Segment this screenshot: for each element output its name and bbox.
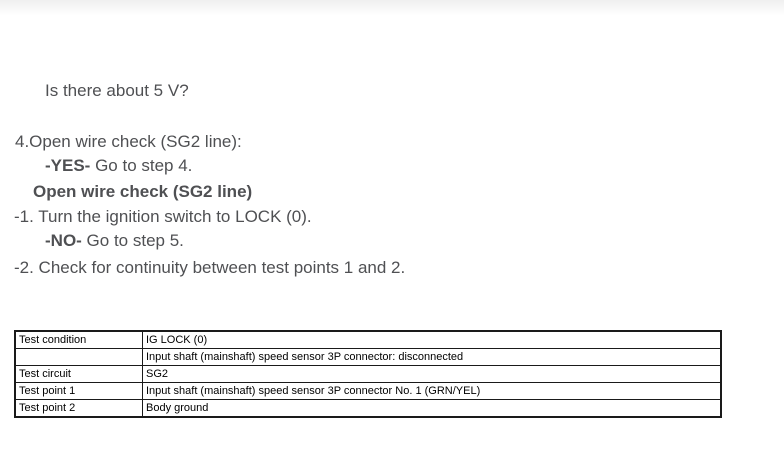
question-text: Is there about 5 V? <box>45 81 189 100</box>
table-row: Test condition IG LOCK (0) <box>14 330 722 349</box>
procedure-title: Open wire check (SG2 line) <box>33 182 253 201</box>
substep-1-text: -1. Turn the ignition switch to LOCK (0)… <box>14 207 312 226</box>
table-row: Input shaft (mainshaft) speed sensor 3P … <box>14 348 722 366</box>
no-instruction: Go to step 5. <box>81 231 184 250</box>
yes-instruction: Go to step 4. <box>90 156 193 175</box>
page-top-gradient <box>0 0 784 16</box>
substep-2-text: -2. Check for continuity between test po… <box>14 258 406 277</box>
row-value: Body ground <box>142 399 722 418</box>
table-row: Test point 1 Input shaft (mainshaft) spe… <box>14 382 722 400</box>
row-value: Input shaft (mainshaft) speed sensor 3P … <box>142 348 722 366</box>
yes-label: -YES- <box>45 156 91 175</box>
row-label: Test condition <box>14 330 143 349</box>
test-spec-table: Test condition IG LOCK (0) Input shaft (… <box>14 330 722 418</box>
row-label: Test circuit <box>14 365 143 383</box>
row-label: Test point 2 <box>14 399 143 418</box>
table-row: Test circuit SG2 <box>14 365 722 383</box>
step-4-heading: 4.Open wire check (SG2 line): <box>15 132 242 151</box>
no-label: -NO- <box>45 231 82 250</box>
row-label: Test point 1 <box>14 382 143 400</box>
question-block: Is there about 5 V? -YES- Go to step 4. … <box>45 28 192 303</box>
row-value: IG LOCK (0) <box>142 330 722 349</box>
answer-yes-line: -YES- Go to step 4. <box>45 153 192 178</box>
answer-no-line: -NO- Go to step 5. <box>45 228 192 253</box>
row-value: SG2 <box>142 365 722 383</box>
table-row: Test point 2 Body ground <box>14 399 722 418</box>
test-spec-table-wrap: Test condition IG LOCK (0) Input shaft (… <box>14 330 722 418</box>
row-label <box>14 348 143 366</box>
row-value: Input shaft (mainshaft) speed sensor 3P … <box>142 382 722 400</box>
